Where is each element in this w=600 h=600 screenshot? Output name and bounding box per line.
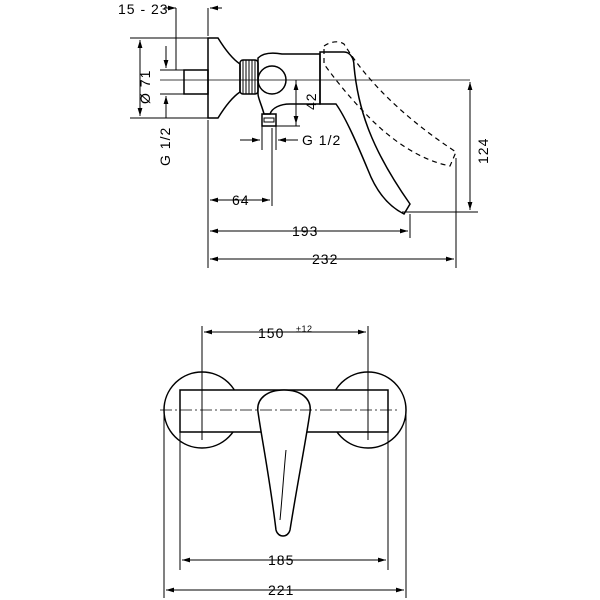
outlet-nipple — [261, 113, 277, 127]
dim-body-label: 185 — [268, 552, 294, 568]
dim-total-height-label: 124 — [475, 138, 491, 164]
mixer-body — [257, 52, 321, 115]
handle-alt-position — [323, 41, 457, 167]
dim-total-label: 221 — [268, 582, 294, 598]
dim-offset-label: 15 - 23 — [118, 1, 169, 17]
dim-tolerance-label: ±12 — [296, 324, 312, 334]
dim-handle-label: 193 — [292, 223, 318, 239]
front-lever — [257, 389, 311, 537]
dim-thread-left-label: G 1/2 — [157, 127, 173, 166]
dim-centers-label: 150 — [258, 325, 284, 341]
wall-pipe — [183, 69, 209, 95]
dim-outlet-label: 64 — [232, 192, 250, 208]
dim-thread-right-label: G 1/2 — [302, 132, 341, 148]
handle — [319, 51, 411, 215]
front-view — [160, 326, 407, 598]
wall-rosette — [207, 37, 241, 119]
dim-diameter-label: Ø 71 — [137, 70, 153, 104]
dim-overall-label: 232 — [312, 251, 338, 267]
knurl-lines — [242, 60, 256, 94]
dim-height-label: 42 — [303, 92, 319, 110]
side-view — [130, 5, 478, 268]
